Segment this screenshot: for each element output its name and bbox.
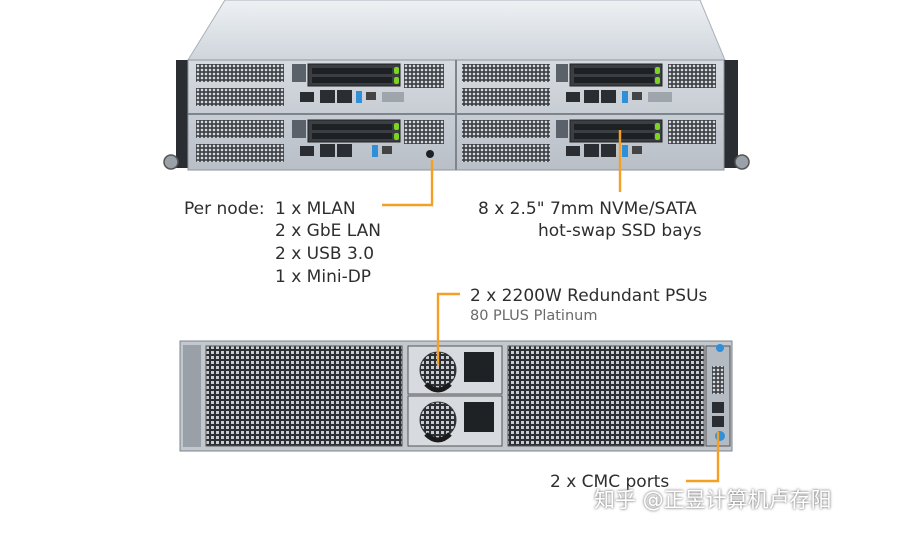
fan-grille-left xyxy=(205,345,403,447)
cmc-module xyxy=(705,344,731,447)
watermark: 知乎 @正昱计算机卢存阳 xyxy=(594,488,832,512)
psu-top xyxy=(407,345,503,395)
front-chassis xyxy=(163,0,750,171)
fan-grille-right xyxy=(507,345,705,447)
node-4 xyxy=(462,119,716,162)
per-node-lead-label: Per node: xyxy=(184,199,265,219)
ssd-label-line2: hot-swap SSD bays xyxy=(538,221,702,241)
node-1 xyxy=(196,63,444,106)
callout-line-cmc xyxy=(686,432,720,483)
callout-lines xyxy=(382,130,720,483)
ssd-label-line1: 8 x 2.5" 7mm NVMe/SATA xyxy=(478,199,697,219)
cmc-label: 2 x CMC ports xyxy=(550,472,670,492)
rear-chassis xyxy=(179,340,733,452)
chassis-top-cover xyxy=(187,0,726,61)
per-node-item-usb: 2 x USB 3.0 xyxy=(275,244,375,264)
node-2 xyxy=(462,63,716,106)
per-node-item-mlan: 1 x MLAN xyxy=(275,199,356,219)
psu-bottom xyxy=(407,395,503,447)
per-node-item-minidp: 1 x Mini-DP xyxy=(275,267,372,287)
rack-ear-right xyxy=(724,60,738,168)
psu-label-line1: 2 x 2200W Redundant PSUs xyxy=(470,286,708,306)
callout-line-io xyxy=(382,160,434,207)
per-node-item-gbe-lan: 2 x GbE LAN xyxy=(275,221,382,241)
psu-label-line2: 80 PLUS Platinum xyxy=(470,308,598,324)
rack-ear-left xyxy=(176,60,190,168)
thumbscrew-left xyxy=(163,154,179,170)
thumbscrew-right xyxy=(734,154,750,170)
node-3 xyxy=(196,119,444,162)
callout-line-psu xyxy=(436,292,460,366)
